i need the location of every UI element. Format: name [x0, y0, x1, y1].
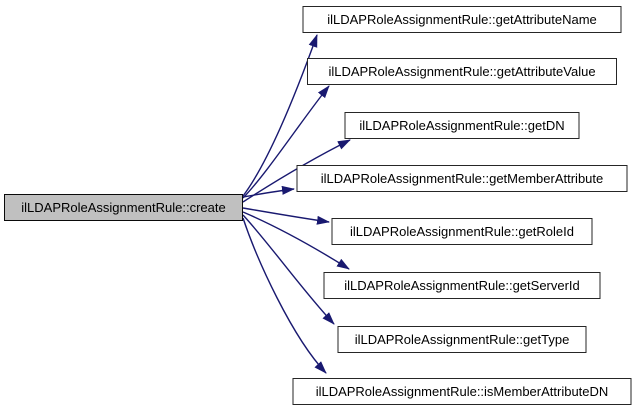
node-get-server-id[interactable]: ilLDAPRoleAssignmentRule::getServerId: [323, 272, 601, 299]
node-get-attribute-name[interactable]: ilLDAPRoleAssignmentRule::getAttributeNa…: [302, 6, 622, 33]
edge-create-to-get-role-id: [242, 207, 330, 225]
edge-create-to-is-member-attribute-dn: [242, 217, 327, 374]
node-is-member-attribute-dn[interactable]: ilLDAPRoleAssignmentRule::isMemberAttrib…: [292, 378, 632, 405]
node-get-role-id[interactable]: ilLDAPRoleAssignmentRule::getRoleId: [331, 218, 593, 245]
node-get-dn[interactable]: ilLDAPRoleAssignmentRule::getDN: [344, 112, 580, 139]
edge-create-to-get-member-attribute: [242, 185, 295, 198]
node-get-attribute-value[interactable]: ilLDAPRoleAssignmentRule::getAttributeVa…: [307, 58, 617, 85]
node-get-type[interactable]: ilLDAPRoleAssignmentRule::getType: [337, 326, 587, 353]
node-create: ilLDAPRoleAssignmentRule::create: [4, 194, 243, 221]
edge-create-to-get-type: [242, 214, 335, 325]
node-get-member-attribute[interactable]: ilLDAPRoleAssignmentRule::getMemberAttri…: [296, 165, 628, 192]
